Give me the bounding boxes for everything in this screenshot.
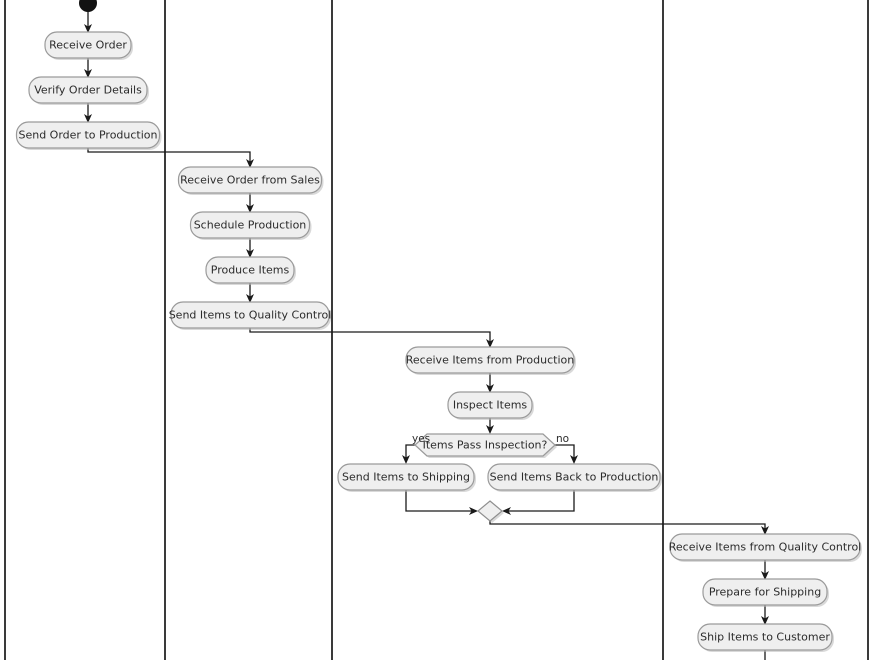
merge-node-after-inspection xyxy=(477,500,504,523)
decision-label: Items Pass Inspection? xyxy=(423,439,548,452)
activity-node-inspect-items[interactable]: Inspect Items xyxy=(447,391,534,420)
edge-shipping-to-merge xyxy=(405,489,478,515)
edge-receive-from-production-to-inspect xyxy=(486,372,494,393)
activity-label: Inspect Items xyxy=(453,399,528,412)
activity-label: Receive Order from Sales xyxy=(180,174,320,187)
activity-node-receive-order[interactable]: Receive Order xyxy=(44,31,133,60)
edge-verify-to-send-order xyxy=(84,102,92,123)
activity-node-receive-order-from-sales[interactable]: Receive Order from Sales xyxy=(177,166,324,195)
guard-label-yes: yes xyxy=(412,433,430,445)
activity-node-send-items-to-shipping[interactable]: Send Items to Shipping xyxy=(337,463,476,492)
edge-receive-from-sales-to-schedule xyxy=(246,192,254,213)
activity-node-receive-items-from-production[interactable]: Receive Items from Production xyxy=(405,346,576,375)
activity-label: Send Order to Production xyxy=(18,129,157,142)
activity-node-ship-items-to-customer[interactable]: Ship Items to Customer xyxy=(697,623,834,652)
activity-label: Send Items to Shipping xyxy=(342,471,470,484)
activity-label: Receive Items from Quality Control xyxy=(669,541,862,554)
control-flow-edges xyxy=(84,11,769,660)
edge-prepare-to-ship xyxy=(761,604,769,625)
edge-decision-no-to-back-production xyxy=(552,444,578,464)
edge-merge-to-receive-from-qc xyxy=(489,520,769,535)
activity-nodes: Receive Order Verify Order Details Send … xyxy=(15,31,862,652)
edge-produce-to-send-qc xyxy=(246,282,254,303)
swimlane-dividers xyxy=(4,0,869,660)
activity-node-prepare-for-shipping[interactable]: Prepare for Shipping xyxy=(702,578,829,607)
edge-receive-order-to-verify xyxy=(84,57,92,78)
activity-node-receive-items-from-quality-control[interactable]: Receive Items from Quality Control xyxy=(669,533,862,562)
activity-label: Schedule Production xyxy=(194,219,307,232)
activity-label: Verify Order Details xyxy=(34,84,142,97)
edge-schedule-to-produce xyxy=(246,237,254,258)
edge-start-to-receive-order xyxy=(84,11,92,33)
edge-send-order-to-receive-from-sales xyxy=(87,147,254,168)
activity-label: Receive Items from Production xyxy=(406,354,574,367)
activity-label: Produce Items xyxy=(211,264,290,277)
activity-node-send-items-to-quality-control[interactable]: Send Items to Quality Control xyxy=(169,301,332,330)
edge-inspect-to-decision xyxy=(486,417,494,434)
activity-label: Send Items to Quality Control xyxy=(169,309,332,322)
activity-node-verify-order-details[interactable]: Verify Order Details xyxy=(28,76,149,105)
edge-back-production-to-merge xyxy=(502,489,575,515)
activity-node-schedule-production[interactable]: Schedule Production xyxy=(189,211,312,240)
activity-node-send-order-to-production[interactable]: Send Order to Production xyxy=(15,121,162,150)
edge-receive-from-qc-to-prepare xyxy=(761,559,769,580)
edge-send-qc-to-receive-from-production xyxy=(249,327,494,348)
activity-label: Ship Items to Customer xyxy=(700,631,830,644)
start-node xyxy=(79,0,97,12)
activity-label: Receive Order xyxy=(49,39,127,52)
activity-node-send-items-back-to-production[interactable]: Send Items Back to Production xyxy=(487,463,662,492)
activity-label: Send Items Back to Production xyxy=(490,471,659,484)
activity-label: Prepare for Shipping xyxy=(709,586,821,599)
guard-label-no: no xyxy=(556,433,569,445)
decision-node-items-pass-inspection[interactable]: Items Pass Inspection? xyxy=(414,433,557,458)
activity-node-produce-items[interactable]: Produce Items xyxy=(205,256,296,285)
